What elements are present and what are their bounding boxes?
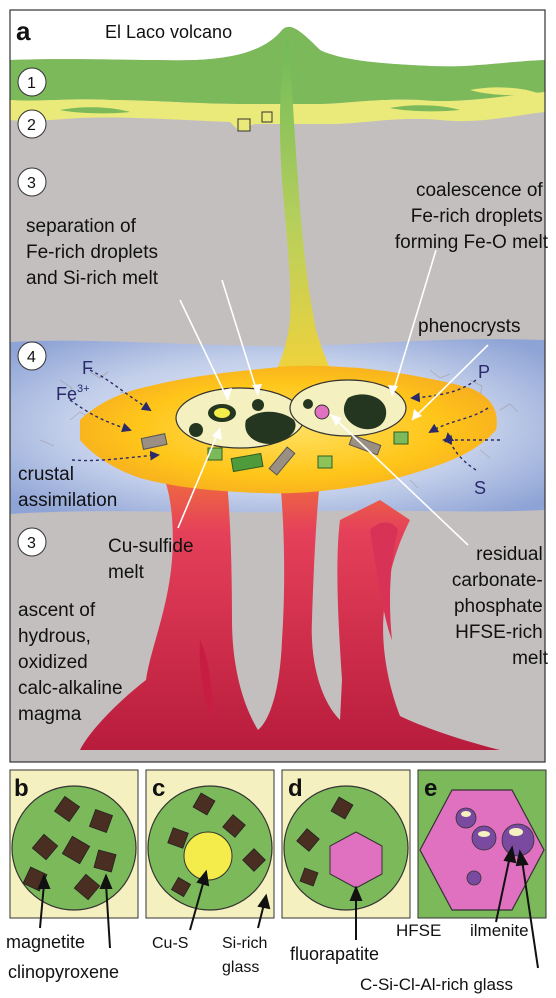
panel-a: a El Laco volcano 1 2 3 4 3 separation o… (10, 10, 549, 762)
panel-e-letter: e (424, 775, 437, 802)
phenocrysts-label: phenocrysts (418, 316, 520, 337)
bottom-labels: magnetite clinopyroxene Cu-S Si-rich gla… (6, 921, 529, 994)
panel-b: b (10, 770, 138, 918)
magnetite-label: magnetite (6, 932, 85, 952)
hfse-label: HFSE (396, 921, 441, 940)
panel-d-letter: d (288, 775, 303, 802)
coalescence-label: coalescence of Fe-rich droplets forming … (395, 180, 549, 253)
fault-block (262, 112, 272, 122)
layer-label-3: 3 (27, 175, 36, 192)
immiscible-droplets-right (290, 380, 406, 436)
glass-e-label: C-Si-Cl-Al-rich glass (360, 975, 513, 994)
element-F: F (82, 358, 93, 378)
layer-label-2: 2 (27, 117, 36, 134)
panel-d: d (282, 770, 410, 918)
layer-label-1: 1 (27, 75, 36, 92)
volcano-title: El Laco volcano (105, 22, 232, 42)
panel-b-letter: b (14, 775, 29, 802)
layer-label-3-lower: 3 (27, 535, 36, 552)
clinopyroxene-label: clinopyroxene (8, 962, 119, 982)
panel-c-letter: c (152, 775, 165, 802)
panel-c: c (146, 770, 274, 918)
immiscible-droplets-left (176, 388, 304, 448)
fluorapatite-label: fluorapatite (290, 944, 379, 964)
cus-label: Cu-S (152, 935, 188, 952)
element-S: S (474, 478, 486, 498)
ilmenite-label: ilmenite (470, 921, 529, 940)
element-P: P (478, 362, 490, 382)
layer-label-4: 4 (27, 349, 36, 366)
panel-a-letter: a (16, 16, 31, 46)
fault-block (238, 119, 250, 131)
si-rich-glass-label: Si-rich glass (222, 935, 272, 976)
